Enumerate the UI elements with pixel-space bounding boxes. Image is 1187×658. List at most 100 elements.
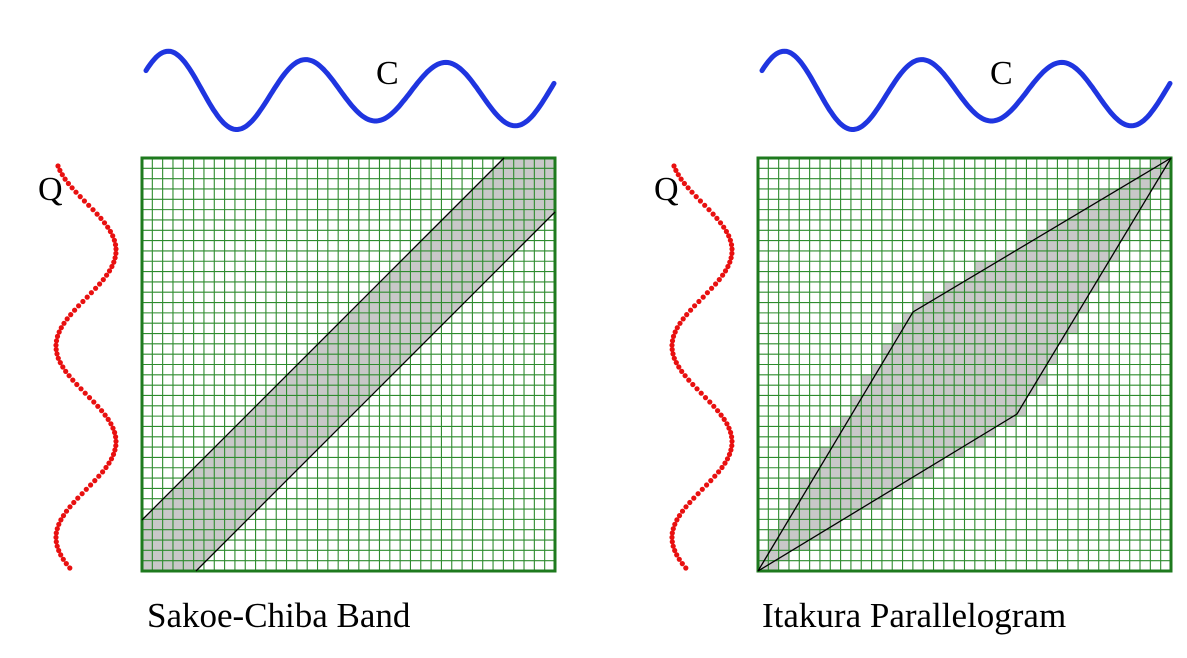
q-dot: [54, 333, 61, 339]
q-dot: [691, 495, 697, 501]
shaded-cell: [1129, 188, 1141, 200]
q-dot: [56, 329, 62, 335]
itakura-grid: [756, 156, 1173, 573]
q-dot: [111, 259, 117, 265]
shaded-cell: [1067, 323, 1079, 334]
series-c-wave: [759, 48, 1173, 132]
shaded-cell: [861, 478, 872, 489]
shaded-cell: [1140, 188, 1151, 200]
q-dot: [709, 285, 715, 291]
q-dot: [105, 416, 111, 422]
shaded-cell: [861, 395, 872, 407]
shaded-cell: [1057, 302, 1069, 314]
shaded-cell: [964, 292, 976, 303]
q-dot: [113, 443, 119, 449]
shaded-cell: [1026, 240, 1038, 252]
shaded-cell: [778, 540, 790, 551]
shaded-cell: [974, 364, 986, 376]
shaded-cell: [788, 529, 800, 541]
shaded-cell: [902, 426, 914, 438]
shaded-cell: [1047, 281, 1058, 293]
q-dot: [96, 473, 102, 479]
shaded-cell: [1098, 261, 1110, 272]
shaded-cell: [995, 281, 1007, 293]
q-dot: [675, 172, 681, 178]
shaded-cell: [902, 478, 914, 489]
shaded-cell: [892, 426, 903, 438]
shaded-cell: [1016, 302, 1027, 314]
shaded-cell: [1150, 168, 1161, 179]
shaded-cell: [871, 498, 883, 510]
shaded-cell: [943, 447, 955, 458]
shaded-cell: [985, 426, 996, 438]
shaded-cell: [1005, 385, 1017, 396]
shaded-cell: [1016, 364, 1027, 376]
shaded-cell: [1016, 395, 1027, 407]
q-dot: [728, 447, 734, 453]
q-dot: [699, 486, 705, 492]
shaded-cell: [1119, 178, 1130, 190]
shaded-cell: [912, 374, 924, 386]
q-dot: [714, 215, 720, 221]
shaded-cell: [902, 312, 914, 324]
shaded-cell: [933, 405, 945, 417]
shaded-cell: [1047, 271, 1058, 283]
shaded-cell: [964, 395, 976, 407]
q-dot: [679, 561, 685, 567]
shaded-cell: [1005, 312, 1017, 324]
shaded-cell: [861, 498, 872, 510]
shaded-cell: [974, 302, 986, 314]
q-dot: [670, 333, 677, 339]
shaded-cell: [974, 323, 986, 334]
shaded-cell: [1005, 250, 1017, 262]
shaded-cell: [819, 457, 831, 469]
shaded-cell: [912, 364, 924, 376]
q-dot: [707, 399, 713, 405]
shaded-cell: [871, 457, 883, 469]
q-dot: [729, 250, 735, 256]
q-dot: [690, 381, 696, 388]
q-dot: [686, 377, 692, 383]
q-dot: [58, 552, 64, 558]
shaded-cell: [902, 374, 914, 386]
q-dot: [726, 425, 732, 431]
q-dot: [672, 547, 678, 554]
shaded-cell: [1036, 312, 1048, 324]
shaded-cell: [974, 374, 986, 386]
q-dot: [729, 443, 735, 449]
shaded-cell: [881, 395, 893, 407]
panel-itakura: C Q: [654, 48, 1173, 573]
shaded-cell: [1005, 333, 1017, 345]
shaded-cell: [995, 261, 1007, 272]
q-dot: [53, 346, 59, 353]
q-dot: [112, 447, 118, 453]
shaded-cell: [995, 292, 1007, 303]
shaded-cell: [830, 498, 841, 510]
q-dot: [58, 517, 64, 523]
q-dot: [84, 294, 90, 300]
shaded-cell: [943, 426, 955, 438]
shaded-cell: [871, 385, 883, 396]
shaded-cell: [974, 354, 986, 365]
shaded-cell: [1129, 209, 1141, 221]
q-dot: [671, 163, 677, 169]
shaded-cell: [923, 426, 934, 438]
series-c-label: C: [990, 55, 1013, 92]
q-dot: [112, 429, 118, 436]
shaded-cell: [964, 343, 976, 355]
shaded-cell: [850, 498, 862, 510]
shaded-cell: [1119, 188, 1130, 200]
shaded-cell: [1047, 354, 1058, 365]
q-dot: [719, 464, 725, 471]
shaded-cell: [840, 478, 852, 489]
q-dot: [65, 180, 71, 187]
shaded-cell: [892, 478, 903, 489]
q-dot: [93, 285, 99, 291]
shaded-cell: [1067, 302, 1079, 314]
shaded-cell: [830, 478, 841, 489]
shaded-cell: [1016, 405, 1027, 417]
shaded-cell: [1016, 240, 1027, 252]
shaded-cell: [933, 457, 945, 469]
shaded-cell: [871, 416, 883, 427]
shaded-cell: [1067, 281, 1079, 293]
